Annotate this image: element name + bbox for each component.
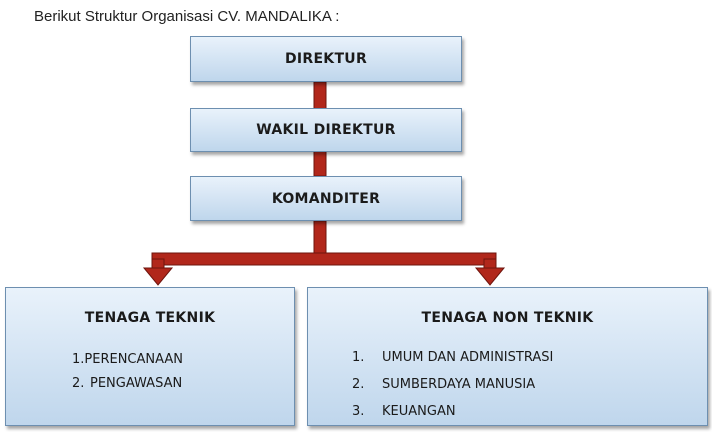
box-komanditer: KOMANDITER	[190, 176, 462, 221]
tenaga-non-teknik-title: TENAGA NON TEKNIK	[421, 310, 594, 326]
arrow-right-head	[474, 267, 506, 286]
tenaga-teknik-list: 1.PERENCANAAN 2. PENGAWASAN	[72, 348, 183, 396]
box-wakil-direktur-label: WAKIL DIREKTUR	[256, 122, 396, 138]
list-item-label: PERENCANAAN	[84, 352, 183, 367]
list-item-number: 3.	[352, 404, 365, 419]
list-item-label: PENGAWASAN	[90, 376, 183, 391]
list-item-number: 2.	[352, 377, 365, 392]
intro-text: Berikut Struktur Organisasi CV. MANDALIK…	[34, 8, 340, 25]
connector-wakil-komanditer	[313, 149, 327, 177]
box-komanditer-label: KOMANDITER	[271, 190, 381, 207]
box-tenaga-non-teknik: TENAGA NON TEKNIK 1. UMUM DAN ADMINISTRAS…	[307, 287, 708, 426]
list-item: 1. UMUM DAN ADMINISTRASI	[352, 344, 553, 371]
connector-direktur-wakil	[313, 81, 327, 111]
box-tenaga-teknik: TENAGA TEKNIK 1.PERENCANAAN 2. PENGAWASAN	[5, 287, 295, 426]
tenaga-non-teknik-list: 1. UMUM DAN ADMINISTRASI 2. SUMBERDAYA MAN…	[352, 344, 553, 425]
tenaga-teknik-title: TENAGA TEKNIK	[84, 310, 216, 326]
list-item: 1.PERENCANAAN	[72, 348, 183, 372]
list-item-number: 2.	[72, 376, 85, 391]
list-item-label: KEUANGAN	[382, 404, 456, 419]
box-direktur: DIREKTUR	[190, 36, 462, 82]
box-wakil-direktur: WAKIL DIREKTUR	[190, 108, 462, 152]
list-item-label: UMUM DAN ADMINISTRASI	[382, 350, 554, 365]
list-item: 2. PENGAWASAN	[72, 372, 183, 396]
box-direktur-label: DIREKTUR	[284, 51, 368, 67]
list-item: 3. KEUANGAN	[352, 398, 553, 425]
connector-horizontal-branch	[151, 252, 497, 266]
list-item-number: 1.	[352, 350, 365, 365]
list-item: 2. SUMBERDAYA MANUSIA	[352, 371, 553, 398]
arrow-left-head	[142, 267, 174, 286]
list-item-label: SUMBERDAYA MANUSIA	[382, 377, 536, 392]
list-item-number: 1.	[72, 352, 85, 367]
